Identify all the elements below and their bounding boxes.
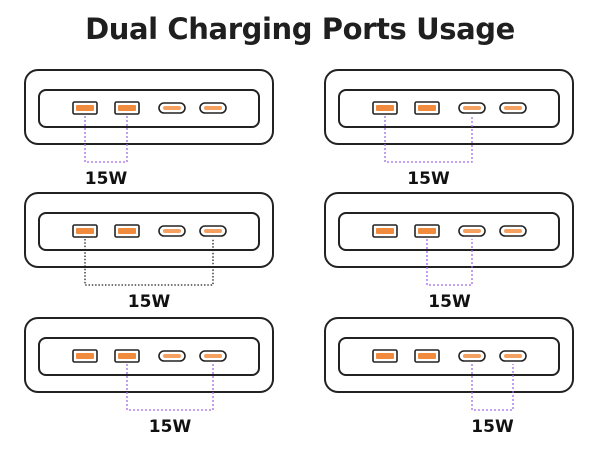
power-bank-panel: 15W [324, 69, 574, 189]
power-bank-panel: 15W [24, 317, 274, 437]
usb-c-port-contact [163, 106, 181, 110]
power-output-label: 15W [128, 292, 171, 312]
port-connector-line [126, 364, 214, 411]
port-panel [338, 212, 560, 251]
port-panel [338, 89, 560, 128]
usb-c-port-contact [463, 229, 481, 233]
port-connector-line [471, 364, 514, 411]
usb-a-port-contact [376, 353, 394, 359]
power-bank-panel: 15W [324, 317, 574, 437]
power-bank-panel: 15W [24, 192, 274, 312]
power-output-label: 15W [85, 169, 128, 189]
port-panel [338, 337, 560, 376]
usb-c-port-contact [163, 354, 181, 358]
usb-a-port-contact [118, 105, 136, 111]
usb-c-port-contact [504, 354, 522, 358]
usb-a-port-contact [76, 353, 94, 359]
usb-a-port-contact [76, 105, 94, 111]
power-bank-panel: 15W [24, 69, 274, 189]
power-output-label: 15W [471, 417, 514, 437]
usb-a-port-contact [118, 228, 136, 234]
port-connector-line [84, 239, 214, 286]
usb-c-port-contact [204, 354, 222, 358]
page-title: Dual Charging Ports Usage [85, 12, 515, 46]
port-connector-line [384, 116, 473, 163]
usb-c-port-contact [463, 106, 481, 110]
usb-c-port-contact [204, 229, 222, 233]
usb-a-port-contact [118, 353, 136, 359]
usb-a-port-contact [418, 353, 436, 359]
usb-a-port-contact [76, 228, 94, 234]
power-output-label: 15W [428, 292, 471, 312]
usb-a-port-contact [418, 105, 436, 111]
usb-a-port-contact [376, 228, 394, 234]
usb-a-port-contact [418, 228, 436, 234]
usb-c-port-contact [204, 106, 222, 110]
port-panel [38, 337, 260, 376]
power-output-label: 15W [407, 169, 450, 189]
power-output-label: 15W [149, 417, 192, 437]
port-panel [38, 89, 260, 128]
power-bank-panel: 15W [324, 192, 574, 312]
usb-c-port-contact [163, 229, 181, 233]
usb-c-port-contact [504, 229, 522, 233]
usb-c-port-contact [504, 106, 522, 110]
usb-c-port-contact [463, 354, 481, 358]
usb-a-port-contact [376, 105, 394, 111]
port-panel [38, 212, 260, 251]
port-connector-line [426, 239, 473, 286]
